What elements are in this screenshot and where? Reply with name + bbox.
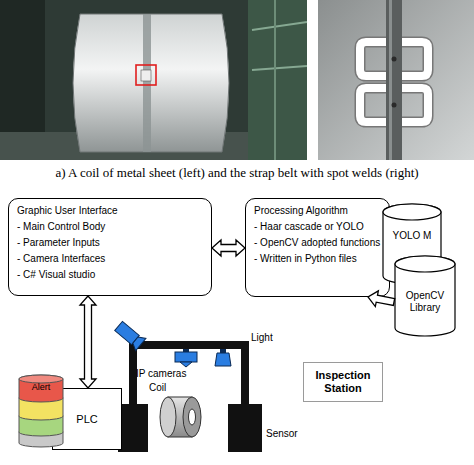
photo-railing [252, 66, 307, 70]
metal-coil [73, 14, 229, 152]
photo-railing [274, 0, 276, 160]
bullet-item: - Main Control Body [17, 219, 203, 235]
coil-hole [189, 409, 196, 425]
camera-body [175, 352, 197, 362]
alert-light-tower: Alert [18, 374, 64, 448]
ip-camera [175, 349, 197, 367]
bullet-item: - Parameter Inputs [17, 235, 203, 251]
station-box: Inspection Station [303, 362, 383, 402]
inspection-gantry [118, 341, 262, 452]
strap-highlight [389, 0, 392, 160]
arrow [368, 291, 395, 307]
sensor-block [228, 404, 262, 452]
strap-photo [318, 0, 474, 160]
signal-light-top [19, 375, 63, 383]
cylinder-top [383, 204, 441, 220]
cylinder-body [395, 256, 455, 336]
spot-weld [392, 57, 397, 62]
coil-face [183, 397, 201, 437]
node-heading: Processing Algorithm [254, 203, 381, 219]
spot-weld [392, 103, 397, 108]
node-heading: PLC [76, 413, 97, 425]
clip-outline [402, 88, 428, 122]
lamp-body [215, 353, 231, 366]
photo-railing-area [248, 0, 307, 160]
bullet-item: - Haar cascade or YOLO [254, 219, 381, 235]
gantry-leg [241, 341, 249, 407]
light-lamp [215, 349, 231, 366]
photo-background [0, 0, 307, 160]
clip-outline [360, 88, 386, 122]
node-heading: Graphic User Interface [17, 203, 203, 219]
photo-background [318, 0, 474, 160]
double-arrow [80, 296, 96, 388]
coil-drawing [160, 397, 201, 437]
camera-lens [180, 362, 192, 367]
detection-box [136, 65, 156, 85]
strap-belt [386, 0, 402, 160]
strap-belt [143, 14, 151, 152]
lamp-mount [220, 349, 226, 353]
coil-photo [0, 0, 307, 160]
part-label: Light [251, 332, 273, 344]
cylinder-top [395, 256, 455, 272]
signal-light [19, 375, 63, 402]
coil-end [160, 397, 176, 437]
part-label: IP cameras [136, 368, 186, 380]
node-heading: Alert [18, 382, 64, 392]
strap-clip [360, 42, 386, 76]
clip-outline [402, 42, 428, 76]
bullet-item: - Camera Interfaces [17, 251, 203, 267]
photo-railing [252, 22, 307, 30]
double-arrow [212, 240, 245, 256]
part-label: Coil [149, 382, 166, 394]
figure-caption: a) A coil of metal sheet (left) and the … [0, 165, 474, 181]
gantry-beam [129, 341, 249, 349]
node-heading: YOLO M [387, 230, 437, 242]
ip-camera [113, 320, 145, 351]
strap-clip [141, 70, 151, 81]
strap-clip [402, 88, 428, 122]
bullet-item: - OpenCV adopted functions [254, 235, 381, 251]
database-cylinder: OpenCV Library [394, 256, 456, 336]
camera-lens [130, 334, 146, 351]
node-heading: OpenCV Library [401, 290, 449, 314]
gantry-foot [118, 404, 148, 452]
process-box: Processing Algorithm- Haar cascade or YO… [245, 198, 390, 297]
part-label: Sensor [266, 428, 298, 440]
node-heading: Inspection Station [308, 369, 378, 395]
strap-clip [360, 88, 386, 122]
bullet-item: - Written in Python files [254, 251, 381, 267]
process-box: Graphic User Interface- Main Control Bod… [8, 198, 212, 296]
strap-clip [402, 42, 428, 76]
clip-outline [360, 42, 386, 76]
bullet-item: - C# Visual studio [17, 267, 203, 283]
